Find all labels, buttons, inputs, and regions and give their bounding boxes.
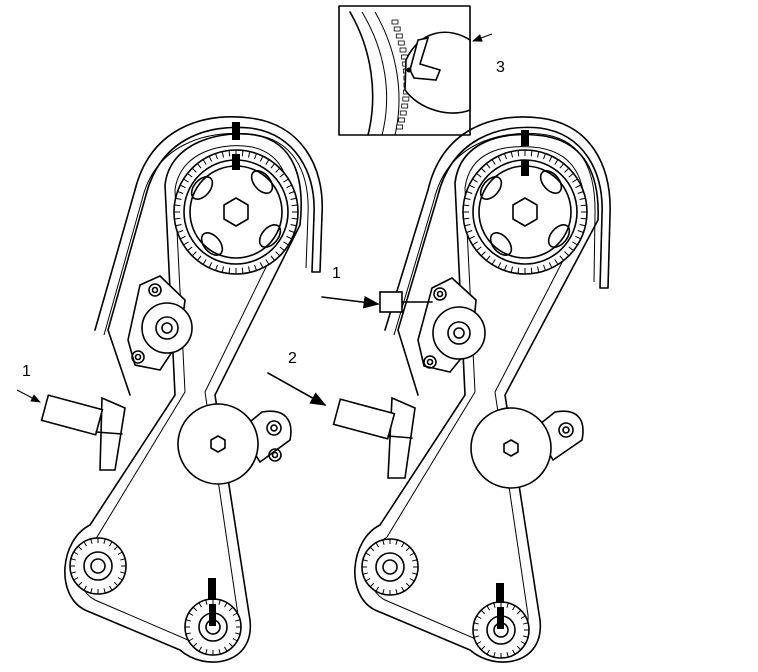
right-crankshaft-sprocket [472,601,530,659]
right-crank-timing-mark [496,583,504,603]
inset-tooth [397,40,405,46]
left-intermediate-sprocket [69,537,127,595]
rightCrankGear-teeth [473,602,529,658]
right-engine [332,116,611,663]
inset-tooth [391,19,399,25]
right-camshaft-sprocket [462,149,588,275]
leftIntGear-teeth [70,538,126,594]
left-timing-belt [64,133,302,663]
callout-3-label: 3 [496,59,505,76]
left-timing-cover [94,116,323,396]
callout-1-left-arrow [16,389,41,403]
right-locking-pin [379,291,403,313]
leftCrankGear-teeth [185,599,241,655]
left-cam-timing-mark-gear [232,154,240,170]
left-water-pump [177,403,292,485]
right-water-pump [470,407,584,489]
right-tensioner-pulley [432,306,486,360]
inset-tooth [401,103,409,109]
inset-tooth [399,47,407,53]
right-tensioner-tool [332,398,396,440]
callout-1-right-arrow [321,295,380,309]
left-crank-timing-mark [208,578,216,600]
right-cam-timing-mark-top [521,130,529,146]
callout-3-arrow [472,33,493,42]
callout-2-arrow [267,372,327,406]
detail-inset [338,5,471,136]
leftCamGear-teeth [174,150,298,274]
callout-2-label: 2 [288,350,297,367]
inset-tooth [393,26,401,32]
left-crankshaft-sprocket [184,598,242,656]
inset-tooth [396,124,403,130]
inset-tooth [395,33,403,39]
right-timing-cover [384,116,611,396]
left-engine [40,116,323,663]
left-tensioner-pulley [141,302,193,354]
inset-timing-mark [406,67,412,73]
inset-tooth [402,96,410,102]
inset-tooth [399,110,407,116]
callout-1-left-label: 1 [22,363,31,380]
callout-1-right-label: 1 [332,265,341,282]
left-cam-timing-mark-top [232,122,240,140]
left-tensioner-tool [40,394,104,436]
inset-tooth [398,117,405,123]
rightCamGear-teeth [463,150,587,274]
right-cam-timing-mark-gear [521,160,529,176]
right-timing-belt [354,133,599,663]
right-intermediate-sprocket [361,538,419,596]
rightIntGear-teeth [362,539,418,595]
